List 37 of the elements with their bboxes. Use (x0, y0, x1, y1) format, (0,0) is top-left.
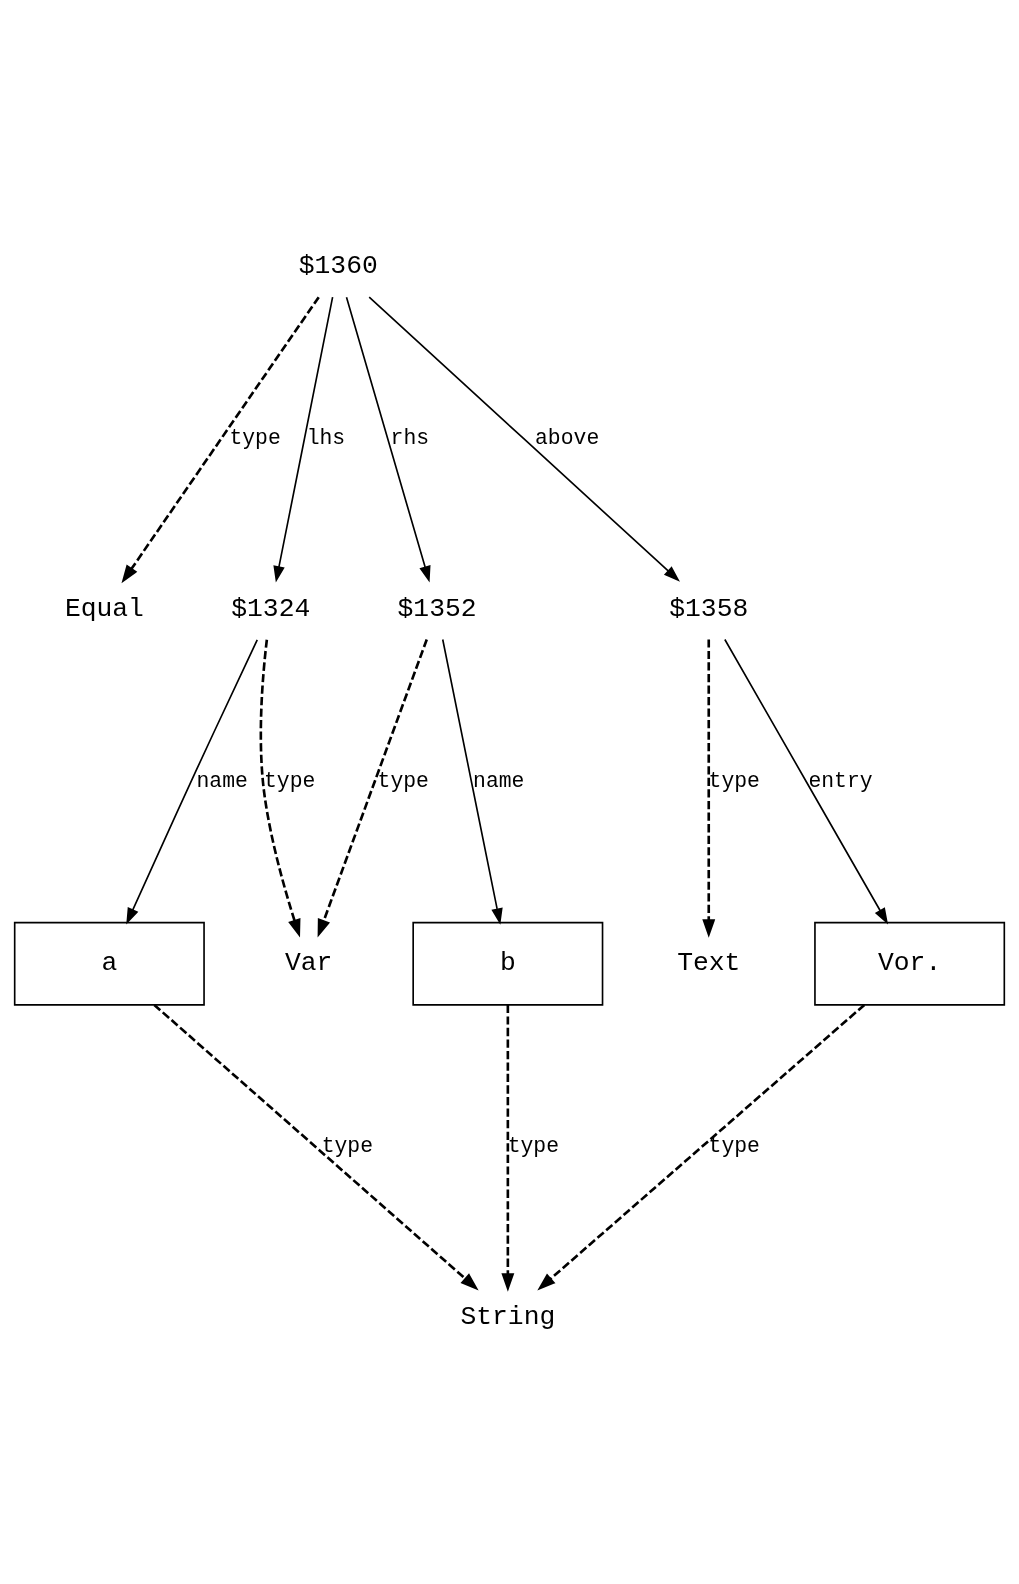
edge-label: above (535, 425, 600, 450)
arrow (537, 1003, 866, 1290)
node-text: $1360 (298, 250, 378, 281)
node-text: Var (284, 947, 333, 978)
edge-label: rhs (390, 425, 430, 450)
node-text: $1352 (397, 593, 477, 624)
node-text: Equal (64, 593, 144, 624)
node-box: a (13, 921, 205, 1006)
edge-label: type (708, 768, 760, 793)
edge-label: name (473, 768, 525, 793)
edge-label: type (321, 1133, 373, 1158)
edge-label: lhs (306, 425, 346, 450)
edge-label: type (229, 425, 281, 450)
arrow (126, 638, 259, 924)
arrow (501, 1004, 515, 1292)
edge-label: type (377, 768, 429, 793)
arrow (273, 295, 334, 582)
node-box: Vor. (814, 921, 1006, 1006)
edge-label: type (264, 768, 316, 793)
arrow (153, 1003, 479, 1290)
node-box: b (412, 921, 604, 1006)
arrow (259, 639, 301, 938)
edge-label: type (708, 1133, 760, 1158)
arrow (345, 295, 431, 582)
node-text: $1324 (231, 593, 311, 624)
node-text: $1358 (669, 593, 749, 624)
node-text: String (460, 1301, 556, 1332)
edge-label: entry (808, 768, 873, 793)
arrow (121, 295, 320, 583)
arrow (702, 639, 716, 938)
node-text: Text (677, 947, 741, 978)
edge-label: name (196, 768, 248, 793)
arrow (724, 638, 889, 924)
edge-label: type (507, 1133, 560, 1158)
arrow (441, 638, 503, 925)
arrow (317, 638, 428, 938)
arrow (368, 295, 680, 582)
